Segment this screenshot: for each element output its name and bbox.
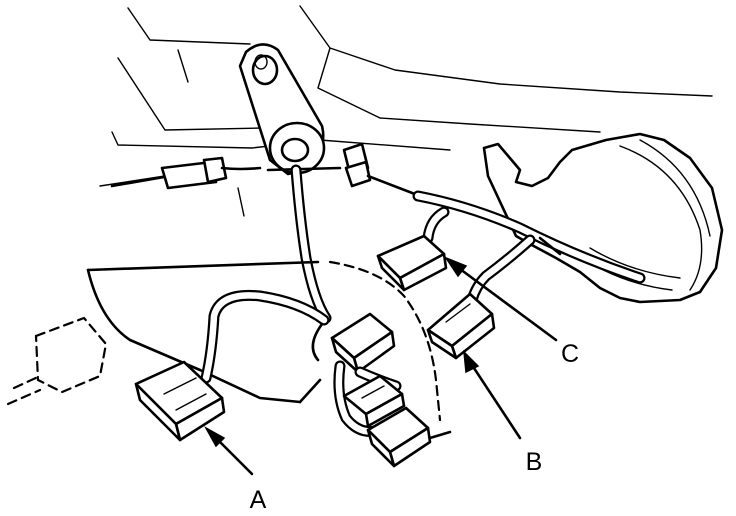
leader-arrow-c — [444, 256, 558, 342]
connector-a — [134, 360, 226, 442]
branch-b — [466, 234, 536, 306]
center-connector-mid — [342, 374, 406, 428]
left-cable — [110, 156, 342, 190]
harness-to-a — [200, 289, 330, 384]
main-harness — [412, 190, 646, 284]
center-connector-upper — [330, 312, 396, 374]
dashed-outline — [6, 260, 442, 422]
label-b: B — [526, 448, 543, 476]
center-connector-lower — [366, 406, 452, 468]
label-a: A — [250, 486, 267, 514]
branch-c — [422, 206, 450, 244]
leader-arrow-b — [463, 349, 522, 440]
leader-arrow-a — [204, 426, 254, 476]
body-panel — [99, 5, 713, 227]
connector-c — [376, 234, 448, 292]
left-outline-wire — [86, 260, 322, 404]
right-cover — [482, 132, 724, 304]
connector-b — [426, 292, 496, 360]
label-c: C — [561, 340, 579, 368]
mounting-bracket — [238, 43, 326, 176]
bracket-harness — [290, 164, 332, 324]
cable-clip — [342, 142, 422, 198]
